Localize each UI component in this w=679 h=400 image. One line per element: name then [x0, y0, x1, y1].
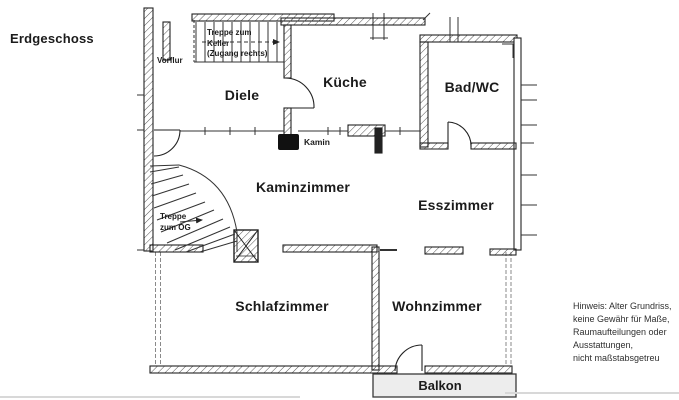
treppe-keller-line2: Keller [207, 38, 230, 48]
balkon-outline [372, 373, 517, 398]
stairs-og [149, 164, 238, 253]
annotation-treppe-keller: Treppe zum Keller (Zugang rechts) [207, 28, 267, 60]
room-label-vorflur: Vorflur [157, 56, 183, 65]
room-label-kaminzimmer: Kaminzimmer [255, 179, 351, 195]
room-label-schlafzimmer: Schlafzimmer [235, 298, 329, 314]
faint-lower-walls [155, 252, 512, 366]
treppe-keller-line1: Treppe zum [207, 28, 252, 37]
stairs-og-arrow [179, 217, 203, 224]
treppe-keller-line3: (Zugang rechts) [207, 49, 268, 58]
note-line-5: nicht maßstabsgetreu [573, 353, 660, 363]
treppe-og-line1: Treppe [160, 212, 187, 221]
outer-walls [143, 7, 522, 374]
note-line-2: keine Gewähr für Maße, [573, 314, 670, 324]
door-balkon [394, 344, 423, 372]
treppe-og-line2: zum OG [160, 222, 191, 232]
door-symbols [153, 77, 472, 372]
annotation-kamin: Kamin [304, 137, 330, 147]
door-vorflur [153, 129, 181, 157]
room-label-diele: Diele [224, 87, 260, 103]
door-kueche [285, 77, 315, 109]
note-line-3: Raumaufteilungen oder [573, 327, 667, 337]
door-bad-wc [447, 121, 472, 148]
interior-walls [149, 21, 517, 371]
photo-edge-lines [0, 392, 679, 398]
room-label-wohnzimmer: Wohnzimmer [392, 298, 482, 314]
chimney-block [233, 229, 259, 263]
room-label-balkon: Balkon [418, 378, 462, 393]
stairs-keller [193, 20, 284, 63]
annotation-treppe-og: Treppe zum OG [160, 212, 191, 233]
thin-lines [137, 12, 537, 251]
room-label-bad-wc: Bad/WC [444, 79, 500, 95]
kamin-symbol [278, 134, 299, 150]
note-line-1: Hinweis: Alter Grundriss, [573, 301, 672, 311]
room-label-esszimmer: Esszimmer [418, 197, 494, 213]
page-title: Erdgeschoss [10, 31, 94, 46]
note-line-4: Ausstattungen, [573, 340, 634, 350]
room-label-kueche: Küche [323, 74, 367, 90]
disclaimer-note: Hinweis: Alter Grundriss, keine Gewähr f… [573, 300, 679, 365]
